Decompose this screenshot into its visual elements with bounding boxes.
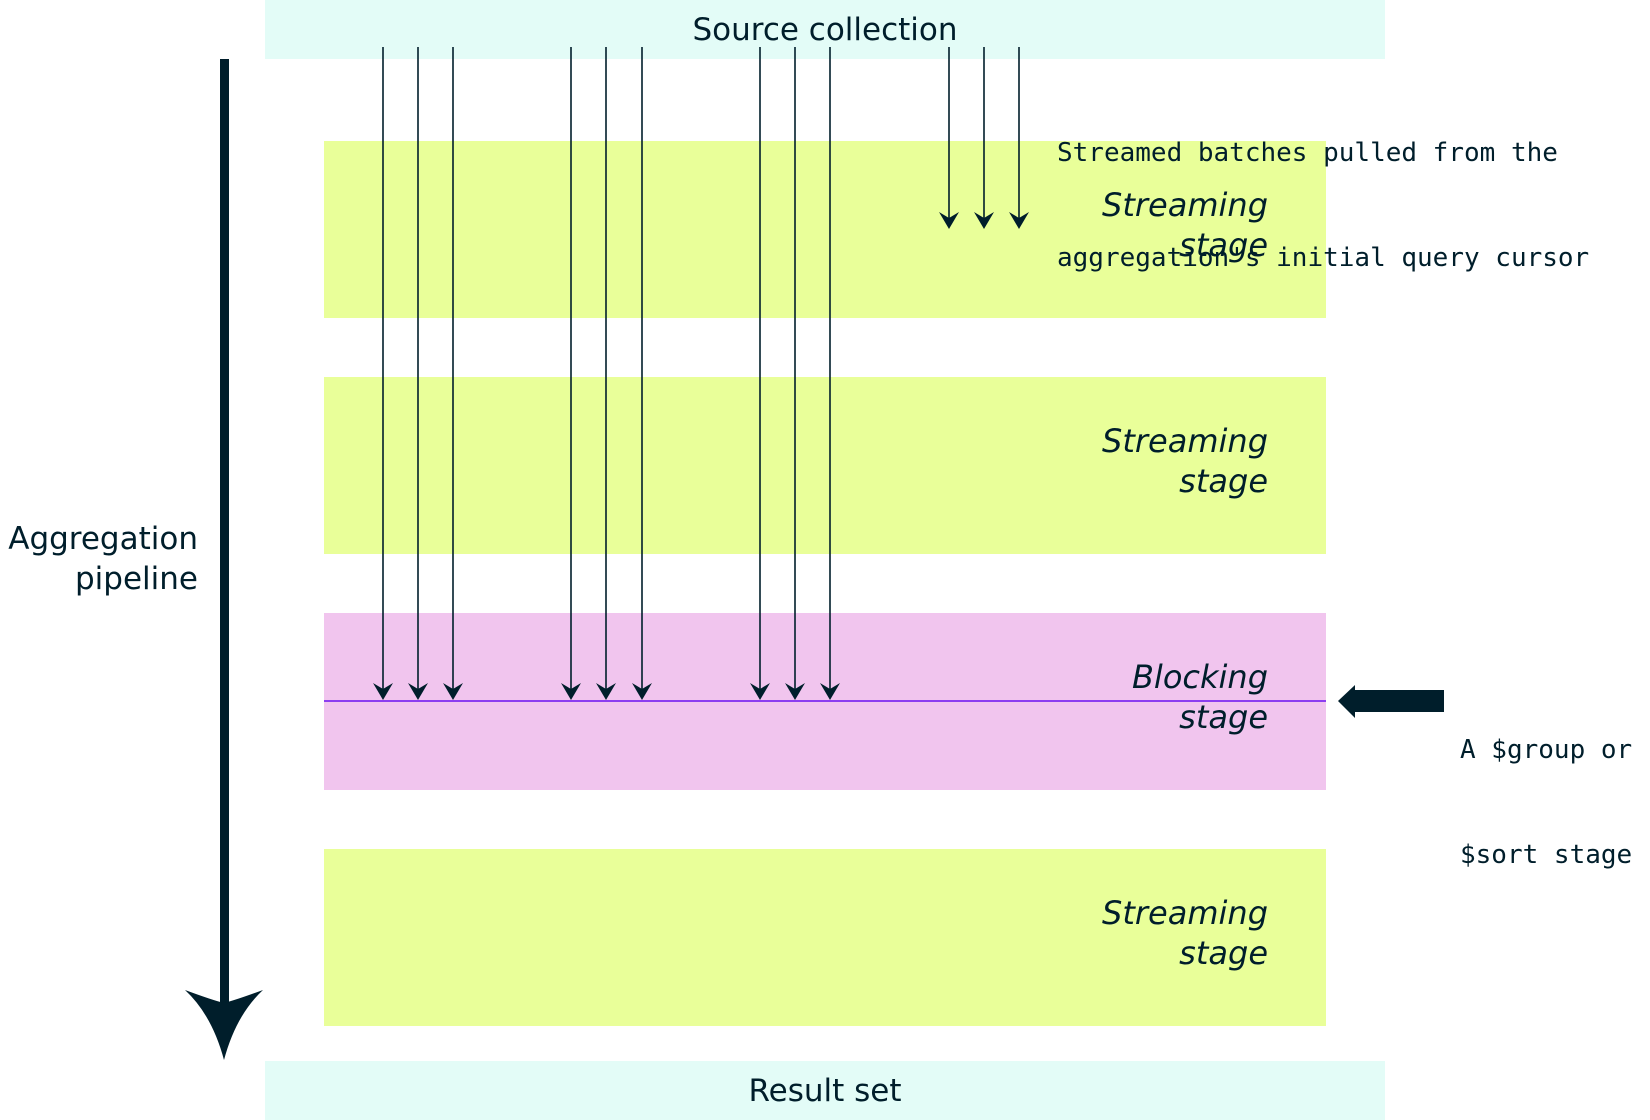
batch-arrow-to-stage1	[1009, 47, 1029, 229]
batch-arrow-to-stage1	[974, 47, 994, 229]
batch-arrow-head	[974, 212, 994, 229]
streaming-stage-3: Streaming stage	[324, 849, 1326, 1026]
blocking-pointer-arrow	[1338, 685, 1444, 718]
source-collection-box: Source collection	[265, 0, 1385, 59]
stage-label: Streaming stage	[1102, 186, 1268, 264]
source-collection-label: Source collection	[692, 11, 958, 48]
batch-arrow-head	[939, 212, 959, 229]
stage-label: Streaming stage	[1102, 422, 1268, 500]
batch-arrow-to-blocking	[785, 47, 805, 700]
result-set-box: Result set	[265, 1061, 1385, 1120]
pipeline-arrow-head	[185, 990, 263, 1060]
stage-label: Blocking stage	[1131, 658, 1268, 736]
streaming-stage-2: Streaming stage	[324, 377, 1326, 554]
batch-arrow-to-blocking	[561, 47, 581, 700]
aggregation-pipeline-label: Aggregation pipeline	[8, 521, 198, 597]
streaming-stage-1: Streaming stage	[324, 141, 1326, 318]
batch-arrow-head	[1009, 212, 1029, 229]
batch-arrows	[373, 47, 1029, 700]
batch-arrow-head	[443, 683, 463, 700]
batch-arrow-to-blocking	[373, 47, 393, 700]
batch-arrow-to-blocking	[632, 47, 652, 700]
batch-arrow-to-blocking	[750, 47, 770, 700]
batch-arrow-head	[750, 683, 770, 700]
batch-arrow-to-blocking	[443, 47, 463, 700]
batch-note: Streamed batches pulled from the aggrega…	[1057, 138, 1590, 273]
batch-arrow-head	[820, 683, 840, 700]
result-set-label: Result set	[748, 1072, 902, 1109]
stage-label: Streaming stage	[1102, 894, 1268, 972]
batch-arrow-to-blocking	[408, 47, 428, 700]
batch-arrow-head	[408, 683, 428, 700]
batch-arrow-to-blocking	[596, 47, 616, 700]
batch-arrow-head	[596, 683, 616, 700]
batch-arrow-head	[373, 683, 393, 700]
batch-arrow-head	[632, 683, 652, 700]
batch-arrow-head	[561, 683, 581, 700]
batch-arrow-to-stage1	[939, 47, 959, 229]
batch-arrow-to-blocking	[820, 47, 840, 700]
left-arrow-icon	[1338, 685, 1444, 718]
batch-arrow-head	[785, 683, 805, 700]
pipeline-direction-arrow	[185, 59, 263, 1060]
blocking-note: A $group or $sort stage	[1460, 735, 1633, 870]
pipeline-arrow-shaft	[220, 59, 229, 1004]
